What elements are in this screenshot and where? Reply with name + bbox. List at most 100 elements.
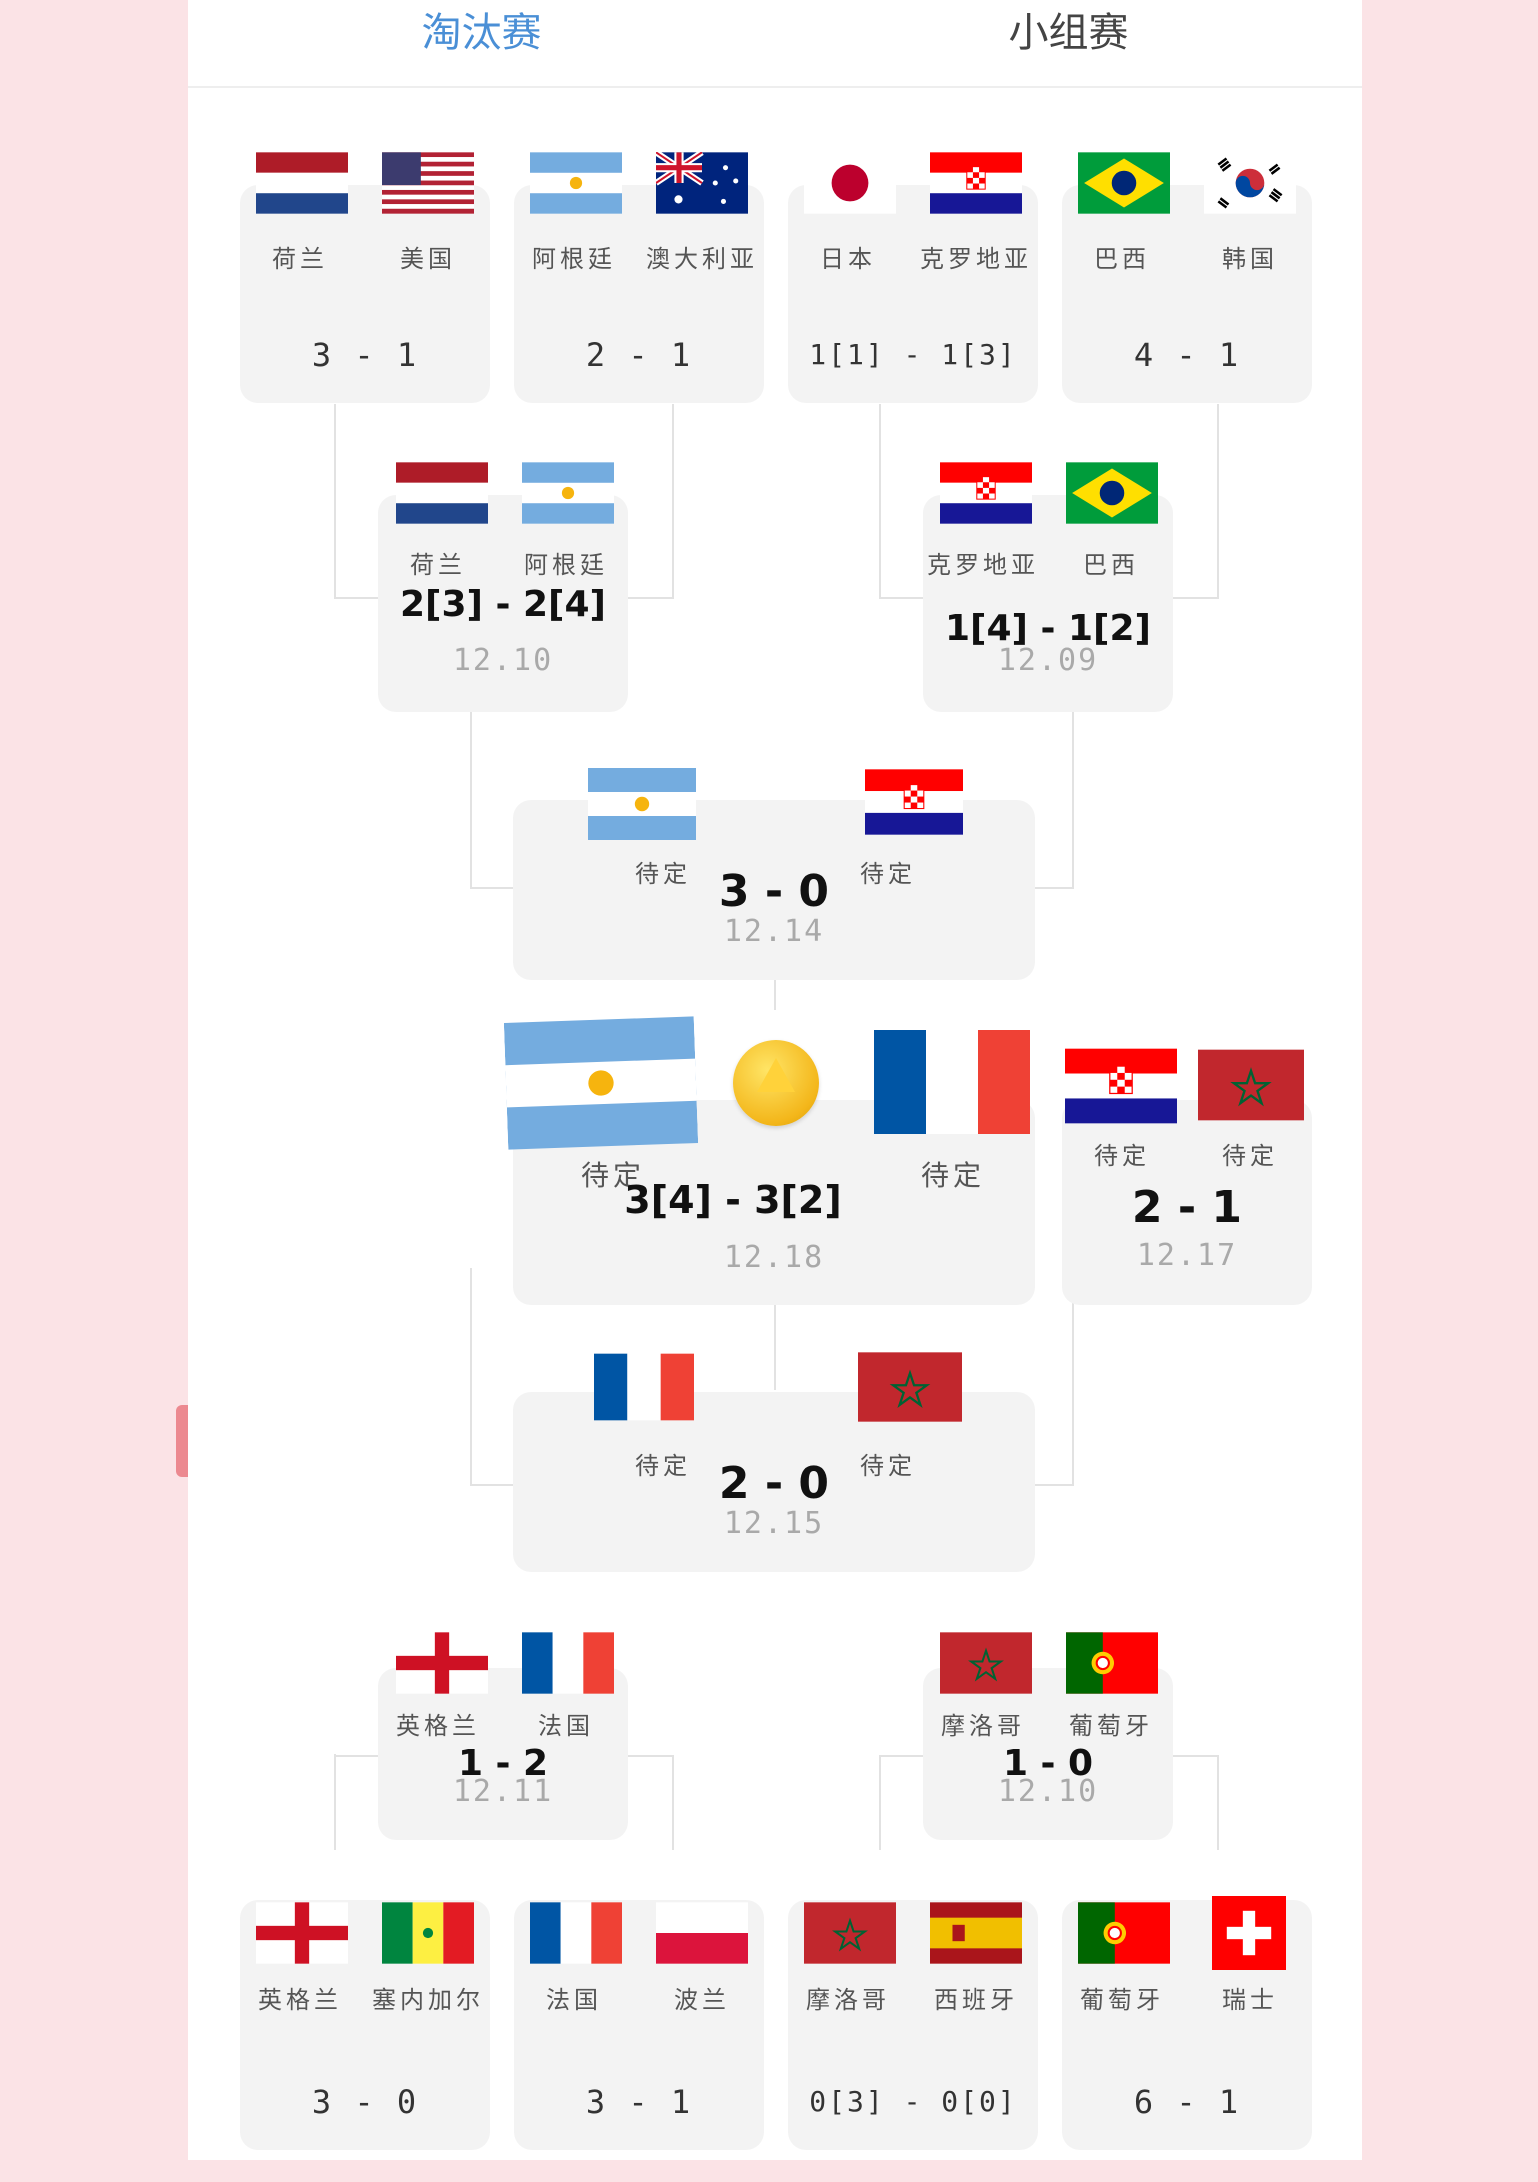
- team2-name: 巴西: [1083, 551, 1139, 579]
- morocco-flag: [940, 1632, 1032, 1694]
- team2-name: 塞内加尔: [372, 1986, 484, 2014]
- match-score: 2 - 1: [585, 336, 693, 374]
- argentina-flag: [522, 462, 614, 524]
- team1-name: 日本: [820, 245, 876, 273]
- team2-name: 西班牙: [934, 1986, 1018, 2014]
- match-card-r16-1[interactable]: 荷兰 美国 3 - 1: [240, 185, 490, 403]
- match-score: 3 - 1: [311, 336, 419, 374]
- match-card-r16-2[interactable]: 阿根廷 澳大利亚 2 - 1: [514, 185, 764, 403]
- team1-name: 待定: [1094, 1142, 1150, 1170]
- croatia-flag: [865, 767, 963, 837]
- handwritten-score: 3[4] - 3[2]: [624, 1178, 842, 1222]
- poland-flag: [656, 1902, 748, 1964]
- team1-name: 待定: [635, 1452, 691, 1480]
- usa-flag: [382, 152, 474, 214]
- team2-name: 美国: [400, 245, 456, 273]
- match-score: 0[3] - 0[0]: [809, 2085, 1017, 2118]
- match-card-qf-3[interactable]: 英格兰 法国 1 - 2 12.11: [378, 1668, 628, 1840]
- team2-name: 韩国: [1222, 245, 1278, 273]
- match-card-r16-3[interactable]: 日本 克罗地亚 1[1] - 1[3]: [788, 185, 1038, 403]
- netherlands-flag: [396, 462, 488, 524]
- handwritten-score: 2 - 1: [1131, 1182, 1243, 1233]
- match-score: 3 - 1: [585, 2083, 693, 2121]
- croatia-flag: [940, 462, 1032, 524]
- switzerland-flag: [1212, 1896, 1286, 1970]
- match-card-sf-2[interactable]: 待定 待定 2 - 0 12.15: [513, 1392, 1035, 1572]
- match-date: 12.10: [997, 1774, 1099, 1809]
- team2-name: 待定: [1222, 1142, 1278, 1170]
- match-date: 12.14: [723, 914, 825, 949]
- team2-name: 待定: [860, 1452, 916, 1480]
- handwritten-score: 2[3] - 2[4]: [399, 584, 606, 625]
- japan-flag: [804, 152, 896, 214]
- argentina-flag: [530, 152, 622, 214]
- team2-name: 法国: [538, 1712, 594, 1740]
- match-card-qf-1[interactable]: 荷兰 阿根廷 2[3] - 2[4] 12.10: [378, 495, 628, 712]
- team2-name: 瑞士: [1222, 1986, 1278, 2014]
- argentina-flag: [588, 767, 696, 841]
- team2-name: 波兰: [674, 1986, 730, 2014]
- handwritten-score: 1[4] - 1[2]: [944, 608, 1151, 649]
- match-score: 4 - 1: [1133, 336, 1241, 374]
- morocco-flag: [858, 1350, 962, 1424]
- team2-name: 克罗地亚: [920, 245, 1032, 273]
- brazil-flag: [1078, 152, 1170, 214]
- team2-name: 待定: [860, 860, 916, 888]
- match-card-r16-4[interactable]: 巴西 韩国 4 - 1: [1062, 185, 1312, 403]
- match-card-qf-4[interactable]: 摩洛哥 葡萄牙 1 - 0 12.10: [923, 1668, 1173, 1840]
- netherlands-flag: [256, 152, 348, 214]
- team1-name: 荷兰: [410, 551, 466, 579]
- team1-name: 待定: [635, 860, 691, 888]
- team1-name: 荷兰: [272, 245, 328, 273]
- match-date: 12.15: [723, 1506, 825, 1541]
- team1-name: 克罗地亚: [927, 551, 1039, 579]
- brazil-flag: [1066, 462, 1158, 524]
- handwritten-score: 2 - 0: [718, 1458, 830, 1509]
- match-card-qf-2[interactable]: 克罗地亚 巴西 1[4] - 1[2] 12.09: [923, 495, 1173, 712]
- match-score: 3 - 0: [311, 2083, 419, 2121]
- senegal-flag: [382, 1902, 474, 1964]
- croatia-flag: [930, 152, 1022, 214]
- france-flag: [594, 1350, 694, 1424]
- team2-name: 葡萄牙: [1069, 1712, 1153, 1740]
- tab-bar: 淘汰赛 小组赛: [188, 0, 1362, 88]
- tab-group-stage[interactable]: 小组赛: [1008, 10, 1129, 56]
- match-score: 1[1] - 1[3]: [809, 338, 1017, 371]
- team1-name: 英格兰: [396, 1712, 480, 1740]
- team1-name: 葡萄牙: [1080, 1986, 1164, 2014]
- tab-knockout[interactable]: 淘汰赛: [421, 10, 542, 56]
- portugal-flag: [1066, 1632, 1158, 1694]
- handwritten-score: 1 - 0: [1002, 1743, 1094, 1784]
- match-card-third-place[interactable]: 待定 待定 2 - 1 12.17: [1062, 1100, 1312, 1305]
- trophy-medal-icon: [733, 1040, 819, 1126]
- team1-name: 英格兰: [258, 1986, 342, 2014]
- match-score: 6 - 1: [1133, 2083, 1241, 2121]
- portugal-flag: [1078, 1902, 1170, 1964]
- spain-flag: [930, 1902, 1022, 1964]
- team1-name: 阿根廷: [532, 245, 616, 273]
- handwritten-score: 3 - 0: [718, 866, 830, 917]
- team1-name: 摩洛哥: [806, 1986, 890, 2014]
- handwritten-score: 1 - 2: [457, 1743, 549, 1784]
- france-flag: [530, 1902, 622, 1964]
- morocco-flag: [804, 1902, 896, 1964]
- match-date: 12.10: [452, 643, 554, 678]
- team1-name: 摩洛哥: [941, 1712, 1025, 1740]
- bracket-panel: 淘汰赛 小组赛: [188, 0, 1362, 2160]
- match-date: 12.18: [723, 1240, 825, 1275]
- match-date: 12.17: [1136, 1238, 1238, 1273]
- team2-name: 阿根廷: [524, 551, 608, 579]
- decorative-mark-left: [176, 1405, 188, 1477]
- team1-name: 法国: [546, 1986, 602, 2014]
- croatia-flag: [1065, 1048, 1177, 1124]
- team1-name: 待定: [580, 1159, 645, 1192]
- england-flag: [256, 1902, 348, 1964]
- england-flag: [396, 1632, 488, 1694]
- south-korea-flag: [1204, 152, 1296, 214]
- france-flag: [522, 1632, 614, 1694]
- match-date: 12.09: [997, 643, 1099, 678]
- australia-flag: [656, 152, 748, 214]
- argentina-flag: [504, 1013, 699, 1154]
- morocco-flag: [1198, 1048, 1304, 1122]
- bracket-lines: [334, 404, 1219, 1850]
